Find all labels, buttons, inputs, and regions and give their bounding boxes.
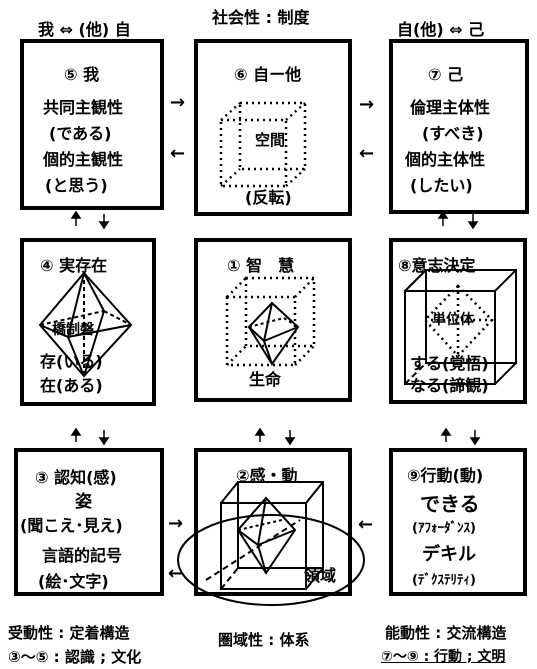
- octahedron-box4: [38, 271, 133, 378]
- arrow-6-to-5: ←: [170, 143, 186, 164]
- box5-line-2: (である): [49, 124, 112, 143]
- box5-line-1: 共同主観性: [43, 98, 124, 117]
- arrow-9-to-2: ←: [358, 514, 374, 535]
- arrow-7-to-6: ←: [359, 143, 375, 164]
- box4-title: ④ 実存在: [40, 256, 108, 275]
- arrow-6-to-7: →: [359, 94, 375, 115]
- box7-title: ⑦ 己: [428, 65, 464, 84]
- header-right: 自(他) ⇔ 己: [397, 20, 485, 39]
- footer-left-1: 受動性 : 定着構造: [8, 624, 130, 642]
- box5-line-4: (と思う): [45, 176, 108, 195]
- box8-label: 単位体: [432, 312, 474, 328]
- footer-left-2: ③〜⑤ : 認識 ; 文化: [8, 648, 142, 666]
- box6-label: 空間: [255, 131, 286, 149]
- box6-caption: (反転): [245, 188, 292, 207]
- arrow-3-to-2: →: [168, 513, 184, 534]
- box7-line-3: 個的主体性: [405, 150, 486, 169]
- box9-line-3: デキル: [422, 544, 476, 565]
- header-left: 我 ⇔ (他) 自: [38, 20, 131, 39]
- box-5: [20, 39, 164, 210]
- box8-line-2: なる(諦観): [410, 376, 489, 395]
- box-9: [389, 448, 527, 596]
- cube-box8: [404, 269, 517, 385]
- box9-line-4: (ﾃﾞｸｽﾃﾘﾃｨ): [412, 573, 476, 588]
- arrow-2-to-3: ←: [168, 563, 184, 584]
- box2-label: 領域: [304, 566, 337, 585]
- box6-title: ⑥ 自ー他: [234, 65, 302, 84]
- box1-caption: 生命: [249, 370, 282, 389]
- cube-box2: [220, 481, 324, 590]
- footer-center: 圏域性 : 体系: [218, 631, 310, 649]
- box2-title: ②感・動: [236, 466, 298, 485]
- box5-line-3: 個的主観性: [43, 150, 124, 169]
- box-3: [14, 448, 164, 596]
- box4-line-1: 存(いる): [40, 352, 103, 371]
- cube-box6: [219, 101, 307, 188]
- octahedron-box1: [247, 301, 300, 366]
- box-7: [389, 39, 529, 214]
- box8-line-1: する(覚悟): [410, 354, 489, 373]
- header-center: 社会性 : 制度: [212, 8, 310, 27]
- box7-line-2: (すべき): [422, 124, 484, 143]
- footer-right-2: ⑦〜⑨ : 行動 ; 文明: [381, 649, 506, 665]
- box4-label: 橋制磐: [52, 322, 94, 338]
- box3-line-2: (聞こえ･見え): [20, 516, 123, 535]
- box9-title: ⑨行動(動): [407, 466, 484, 485]
- arrow-5-to-6: →: [170, 92, 186, 113]
- box7-line-1: 倫理主体性: [410, 98, 491, 117]
- octahedron-box2: [236, 496, 297, 575]
- octahedron-box8: [423, 284, 494, 358]
- box3-line-3: 言語的記号: [42, 546, 123, 565]
- box1-title: ① 智 慧: [227, 256, 295, 275]
- footer-right-1: 能動性 : 交流構造: [385, 624, 507, 642]
- ellipse-box2: [177, 514, 365, 606]
- box3-line-1: 姿: [75, 492, 92, 512]
- box-2: [194, 448, 352, 596]
- box9-line-1: できる: [420, 492, 480, 516]
- box8-title: ⑧意志決定: [398, 256, 476, 275]
- box9-line-2: (ｱﾌｫｰﾀﾞﾝｽ): [412, 521, 476, 536]
- box5-title: ⑤ 我: [64, 65, 100, 84]
- box-4: [20, 238, 156, 406]
- dashed-line-box2: [205, 519, 301, 581]
- box4-line-2: 在(ある): [40, 376, 103, 395]
- box3-line-4: (絵･文字): [38, 572, 109, 591]
- box7-line-4: (したい): [410, 176, 473, 195]
- box3-title: ③ 認知(感): [35, 468, 117, 487]
